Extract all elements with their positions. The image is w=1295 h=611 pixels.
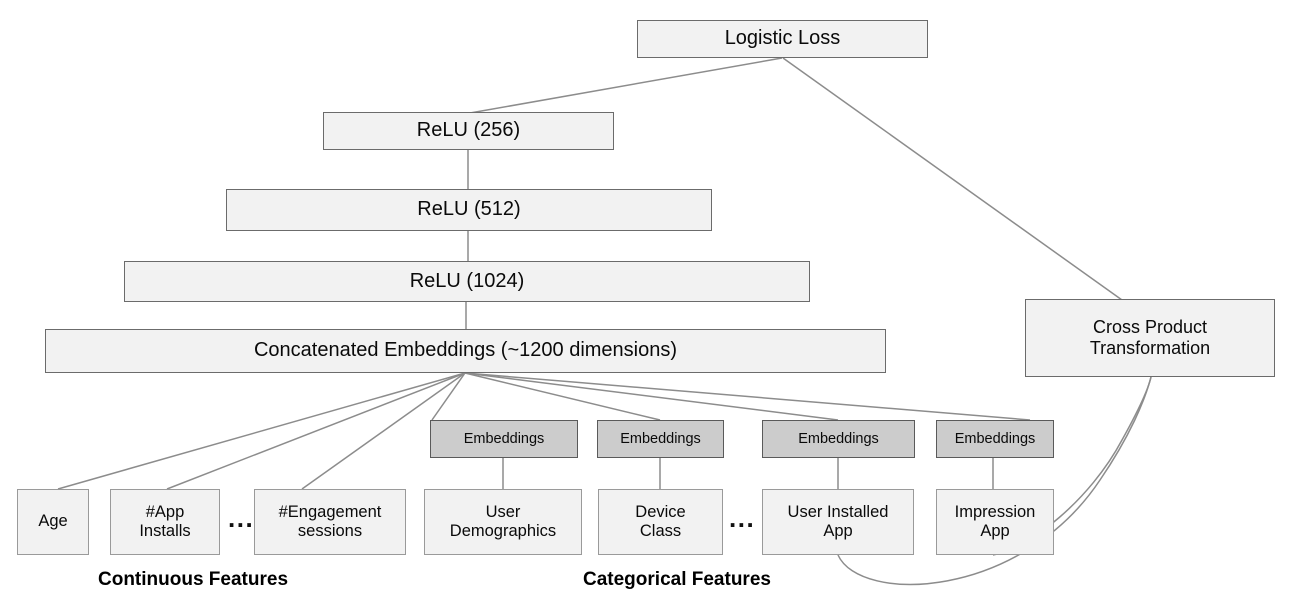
edge-loss-to-relu256	[469, 57, 783, 114]
ellipsis-categorical-features: ...	[729, 503, 756, 533]
feature-box-engagement-sessions-line-1: #Engagement	[278, 502, 382, 521]
feature-box-app-installs[interactable]: #App Installs	[110, 489, 220, 555]
node-relu-512[interactable]: ReLU (512)	[226, 189, 712, 231]
ellipsis-continuous-features: ...	[228, 503, 255, 533]
feature-box-impression-app[interactable]: Impression App	[936, 489, 1054, 555]
edge-concat-to-emb1	[431, 372, 466, 421]
caption-continuous-features: Continuous Features	[98, 569, 289, 590]
feature-box-age[interactable]: Age	[17, 489, 89, 555]
embedding-box-user-demographics[interactable]: Embeddings	[430, 420, 578, 458]
feature-box-user-installed-app[interactable]: User Installed App	[762, 489, 914, 555]
node-relu-1024-label: ReLU (1024)	[409, 269, 525, 292]
node-concatenated-embeddings[interactable]: Concatenated Embeddings (~1200 dimension…	[45, 329, 886, 373]
caption-categorical-features: Categorical Features	[583, 569, 771, 590]
feature-box-user-demographics-line-2: Demographics	[449, 522, 557, 540]
node-cross-product-line-2: Transformation	[1089, 338, 1211, 358]
node-relu-256[interactable]: ReLU (256)	[323, 112, 614, 150]
embedding-box-user-installed-app-label: Embeddings	[798, 430, 879, 447]
feature-box-impression-app-line-2: App	[980, 522, 1010, 540]
embedding-box-device-class-label: Embeddings	[620, 430, 701, 447]
node-cross-product-line-1: Cross Product	[1092, 317, 1208, 338]
feature-box-user-installed-app-line-1: User Installed	[787, 502, 889, 521]
feature-box-age-label: Age	[38, 512, 68, 531]
node-logistic-loss-label: Logistic Loss	[724, 27, 841, 50]
edge-concat-to-emb3	[464, 372, 839, 421]
embedding-box-impression-app-label: Embeddings	[954, 430, 1036, 447]
node-relu-1024[interactable]: ReLU (1024)	[124, 261, 810, 302]
feature-box-user-demographics[interactable]: User Demographics	[424, 489, 582, 555]
feature-box-engagement-sessions-line-2: sessions	[297, 522, 363, 540]
embedding-box-user-installed-app[interactable]: Embeddings	[762, 420, 915, 458]
feature-box-app-installs-line-2: Installs	[139, 522, 191, 540]
edge-concat-to-age	[57, 372, 466, 490]
node-logistic-loss[interactable]: Logistic Loss	[637, 20, 928, 58]
feature-box-app-installs-line-1: #App	[145, 502, 185, 521]
feature-box-user-installed-app-line-2: App	[823, 522, 853, 540]
edge-concat-to-emb4	[464, 372, 1031, 421]
node-cross-product-transformation[interactable]: Cross Product Transformation	[1025, 299, 1275, 377]
feature-box-device-class-line-2: Class	[639, 522, 682, 540]
feature-box-user-demographics-line-1: User	[485, 502, 521, 521]
feature-box-device-class-line-1: Device	[635, 502, 686, 521]
node-relu-512-label: ReLU (512)	[417, 198, 521, 221]
node-relu-256-label: ReLU (256)	[416, 119, 521, 142]
node-concatenated-embeddings-label: Concatenated Embeddings (~1200 dimension…	[253, 339, 678, 362]
edge-concat-to-emb2	[464, 372, 661, 421]
feature-box-engagement-sessions[interactable]: #Engagement sessions	[254, 489, 406, 555]
embedding-box-device-class[interactable]: Embeddings	[597, 420, 724, 458]
feature-box-device-class[interactable]: Device Class	[598, 489, 723, 555]
feature-box-impression-app-line-1: Impression	[954, 502, 1036, 521]
edge-concat-to-app-installs	[166, 372, 466, 490]
embedding-box-impression-app[interactable]: Embeddings	[936, 420, 1054, 458]
embedding-box-user-demographics-label: Embeddings	[463, 430, 545, 447]
edge-loss-to-crossproduct	[782, 57, 1123, 301]
